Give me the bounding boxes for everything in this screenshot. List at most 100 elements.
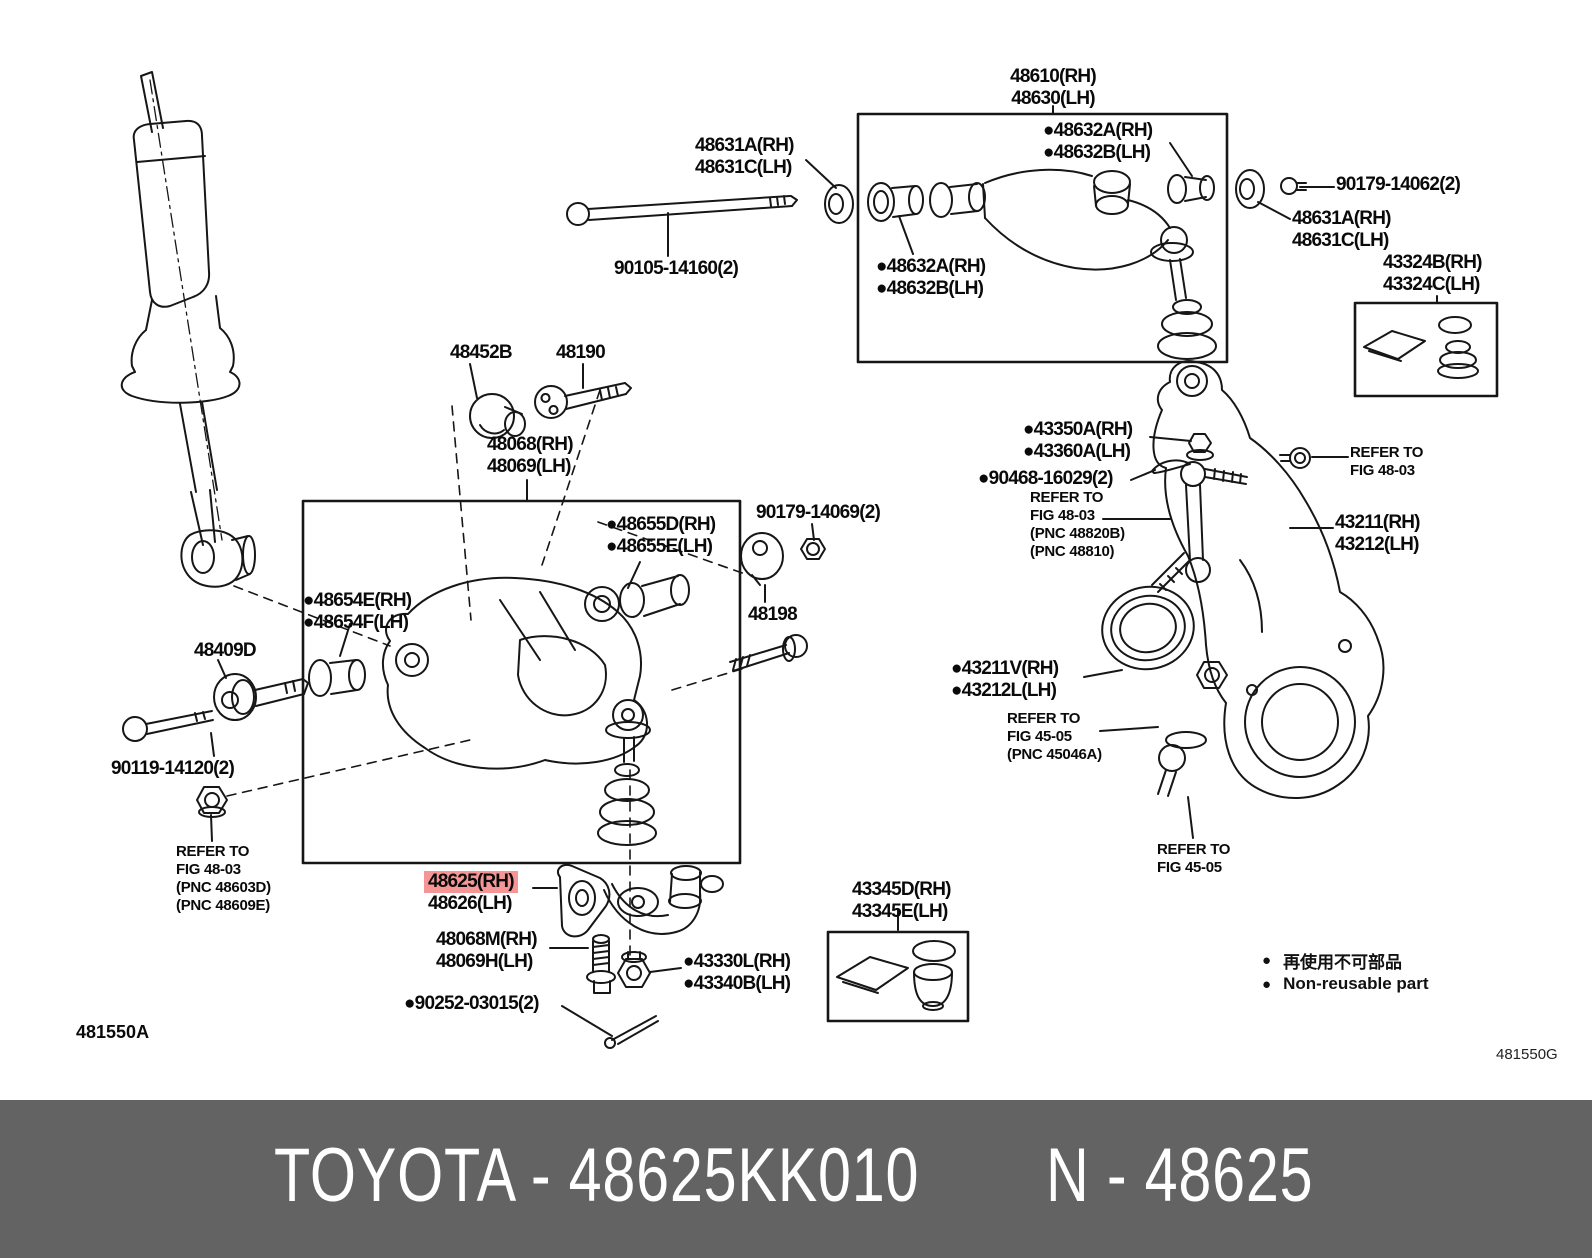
non-reusable-bullet-icon: ● [1262, 975, 1272, 993]
part-label-43345-line1: 43345D(RH) [852, 879, 951, 900]
nut-knuckle [1196, 661, 1228, 689]
part-label-43211-43212-line2: 43212(LH) [1335, 534, 1419, 555]
part-label-90468-16029-line1: ●90468-16029(2) [978, 468, 1114, 489]
part-number-banner: TOYOTA - 48625KK010 N - 48625 [0, 1100, 1592, 1258]
bolt-90105-14160 [566, 195, 798, 226]
castle-nut-43330 [617, 951, 651, 988]
part-label-48190-line1: 48190 [556, 342, 606, 363]
part-label-90119-14120: 90119-14120(2) [111, 758, 235, 780]
nut-refer-fig-48-03 [196, 786, 228, 818]
lower-arm-assembly-box [301, 499, 742, 865]
bushing-48409d [213, 673, 309, 721]
part-label-43330-43340: ●43330L(RH)●43340B(LH) [683, 951, 791, 995]
construction-lines [226, 389, 746, 963]
refer-fig-48-03-lower-left-line4: (PNC 48609E) [176, 897, 270, 914]
washer-48631-left [824, 184, 854, 224]
part-label-48632-lower-line2: ●48632B(LH) [876, 278, 984, 299]
oil-seal-43211v [1101, 585, 1195, 671]
upper-arm-assembly-box [856, 112, 1229, 364]
part-label-48631a-right-line2: 48631C(LH) [1292, 230, 1389, 251]
refer-fig-48-03-link-line4: (PNC 48810) [1030, 543, 1115, 560]
shock-absorber-drawing [120, 71, 256, 588]
refer-fig-48-03-link-line3: (PNC 48820B) [1030, 525, 1125, 542]
part-label-48631a-left-line2: 48631C(LH) [695, 157, 792, 178]
part-label-48655-line1: ●48655D(RH) [606, 514, 716, 535]
part-label-90252-03015: ●90252-03015(2) [404, 993, 540, 1015]
banner-part-number: TOYOTA - 48625KK010 [274, 1133, 920, 1219]
part-label-43324: 43324B(RH)43324C(LH) [1383, 252, 1482, 296]
cam-washer-48198 [740, 532, 784, 586]
part-label-48610-48630: 48610(RH)48630(LH) [953, 66, 1153, 110]
cotter-pin-90252 [604, 1015, 659, 1049]
part-label-43330-43340-line1: ●43330L(RH) [683, 951, 791, 972]
upper-control-arm-drawing [867, 168, 1217, 360]
parts-diagram-drawing [120, 71, 1499, 1049]
lower-ball-joint-drawing [1157, 731, 1207, 797]
figure-code-right: 481550G [1496, 1046, 1558, 1063]
refer-fig-48-03-lower-left-line3: (PNC 48603D) [176, 879, 271, 896]
refer-fig-48-03-lower-left-line1: REFER TO [176, 843, 250, 860]
part-label-48610-48630-line2: 48630(LH) [1011, 88, 1095, 109]
non-reusable-bullet-icon: ● [1262, 952, 1272, 969]
part-label-90105-14160-line1: 90105-14160(2) [614, 258, 739, 279]
part-label-48625-48626-line1[interactable]: 48625(RH) [424, 871, 518, 893]
bolt-48068m [586, 934, 616, 994]
refer-fig-45-05-balljoint-line1: REFER TO [1157, 841, 1231, 858]
part-label-90179-14062-line1: 90179-14062(2) [1336, 174, 1461, 195]
part-label-90179-14069: 90179-14069(2) [756, 502, 881, 524]
camber-adjust-cam-48452b [469, 393, 526, 439]
part-label-43350-43360: ●43350A(RH)●43360A(LH) [1023, 419, 1133, 463]
part-label-48632-lower: ●48632A(RH)●48632B(LH) [876, 256, 986, 300]
kit-box-43345 [826, 930, 970, 1023]
part-label-48190: 48190 [556, 342, 606, 364]
refer-fig-45-05-seal-line3: (PNC 45046A) [1007, 746, 1102, 763]
steering-knuckle-drawing [1152, 360, 1385, 799]
refer-fig-45-05-seal-line1: REFER TO [1007, 710, 1081, 727]
part-label-43324-line2: 43324C(LH) [1383, 274, 1480, 295]
part-label-43350-43360-line1: ●43350A(RH) [1023, 419, 1133, 440]
part-label-48452b: 48452B [450, 342, 513, 364]
washer-48631-right [1235, 169, 1265, 209]
part-label-43345-line2: 43345E(LH) [852, 901, 948, 922]
refer-fig-48-03-right-line2: FIG 48-03 [1350, 462, 1415, 479]
part-label-48068-48069-line1: 48068(RH) [487, 434, 574, 455]
part-label-43211v-43212l-line2: ●43212L(LH) [951, 680, 1057, 701]
part-label-48068m-48069h: 48068M(RH)48069H(LH) [436, 929, 538, 973]
part-label-43211v-43212l-line1: ●43211V(RH) [951, 658, 1059, 679]
adjust-shaft-48190 [534, 382, 632, 419]
part-label-90179-14069-line1: 90179-14069(2) [756, 502, 881, 523]
knuckle-attachment-48625-drawing [556, 864, 724, 938]
part-label-43350-43360-line2: ●43360A(LH) [1023, 441, 1131, 462]
part-label-48610-48630-line1: 48610(RH) [1010, 66, 1097, 87]
part-label-48654-line2: ●48654F(LH) [303, 612, 409, 633]
legend-row-jp: ● 再使用不可部品 [1262, 948, 1402, 973]
banner-pnc-number: N - 48625 [1046, 1133, 1314, 1219]
refer-fig-48-03-link-line1: REFER TO [1030, 489, 1104, 506]
part-label-48632-upper: ●48632A(RH)●48632B(LH) [1043, 120, 1153, 164]
part-label-90179-14062: 90179-14062(2) [1336, 174, 1461, 196]
kit-box-43324 [1353, 301, 1499, 398]
legend-text-jp: 再使用不可部品 [1283, 953, 1403, 972]
refer-fig-45-05-seal-line2: FIG 45-05 [1007, 728, 1072, 745]
part-label-90252-03015-line1: ●90252-03015(2) [404, 993, 540, 1014]
bolt-90119-14120 [122, 710, 214, 742]
part-label-48631a-right-line1: 48631A(RH) [1292, 208, 1391, 229]
part-label-48068-48069: 48068(RH)48069(LH) [487, 434, 574, 478]
part-label-48198: 48198 [748, 604, 798, 626]
part-label-90105-14160: 90105-14160(2) [614, 258, 739, 280]
nut-90179-14069 [800, 538, 826, 560]
part-label-48409d: 48409D [194, 640, 257, 662]
part-label-48452b-line1: 48452B [450, 342, 513, 363]
legend-text-en: Non-reusable part [1283, 974, 1429, 993]
bolt-refer-fig-48-03 [729, 634, 808, 672]
part-label-43324-line1: 43324B(RH) [1383, 252, 1482, 273]
part-label-90119-14120-line1: 90119-14120(2) [111, 758, 235, 779]
part-label-48068m-48069h-line2: 48069H(LH) [436, 951, 533, 972]
bolt-90179-14062 [1280, 177, 1307, 195]
